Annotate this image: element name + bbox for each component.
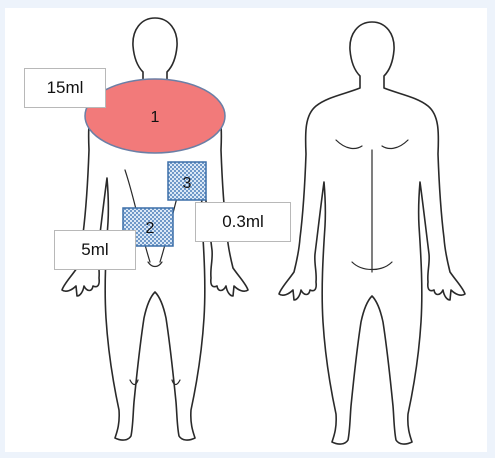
site-3-volume-label: 0.3ml [195, 202, 291, 242]
site-3-number: 3 [183, 175, 192, 192]
site-2-volume-label: 5ml [54, 230, 136, 270]
injection-site-1: 1 [85, 79, 225, 153]
site-1-volume-label: 15ml [24, 68, 106, 108]
back-body-outline [279, 22, 465, 444]
injection-site-3: 3 [168, 162, 206, 200]
site-1-number: 1 [151, 109, 160, 126]
site-2-number: 2 [146, 220, 155, 237]
